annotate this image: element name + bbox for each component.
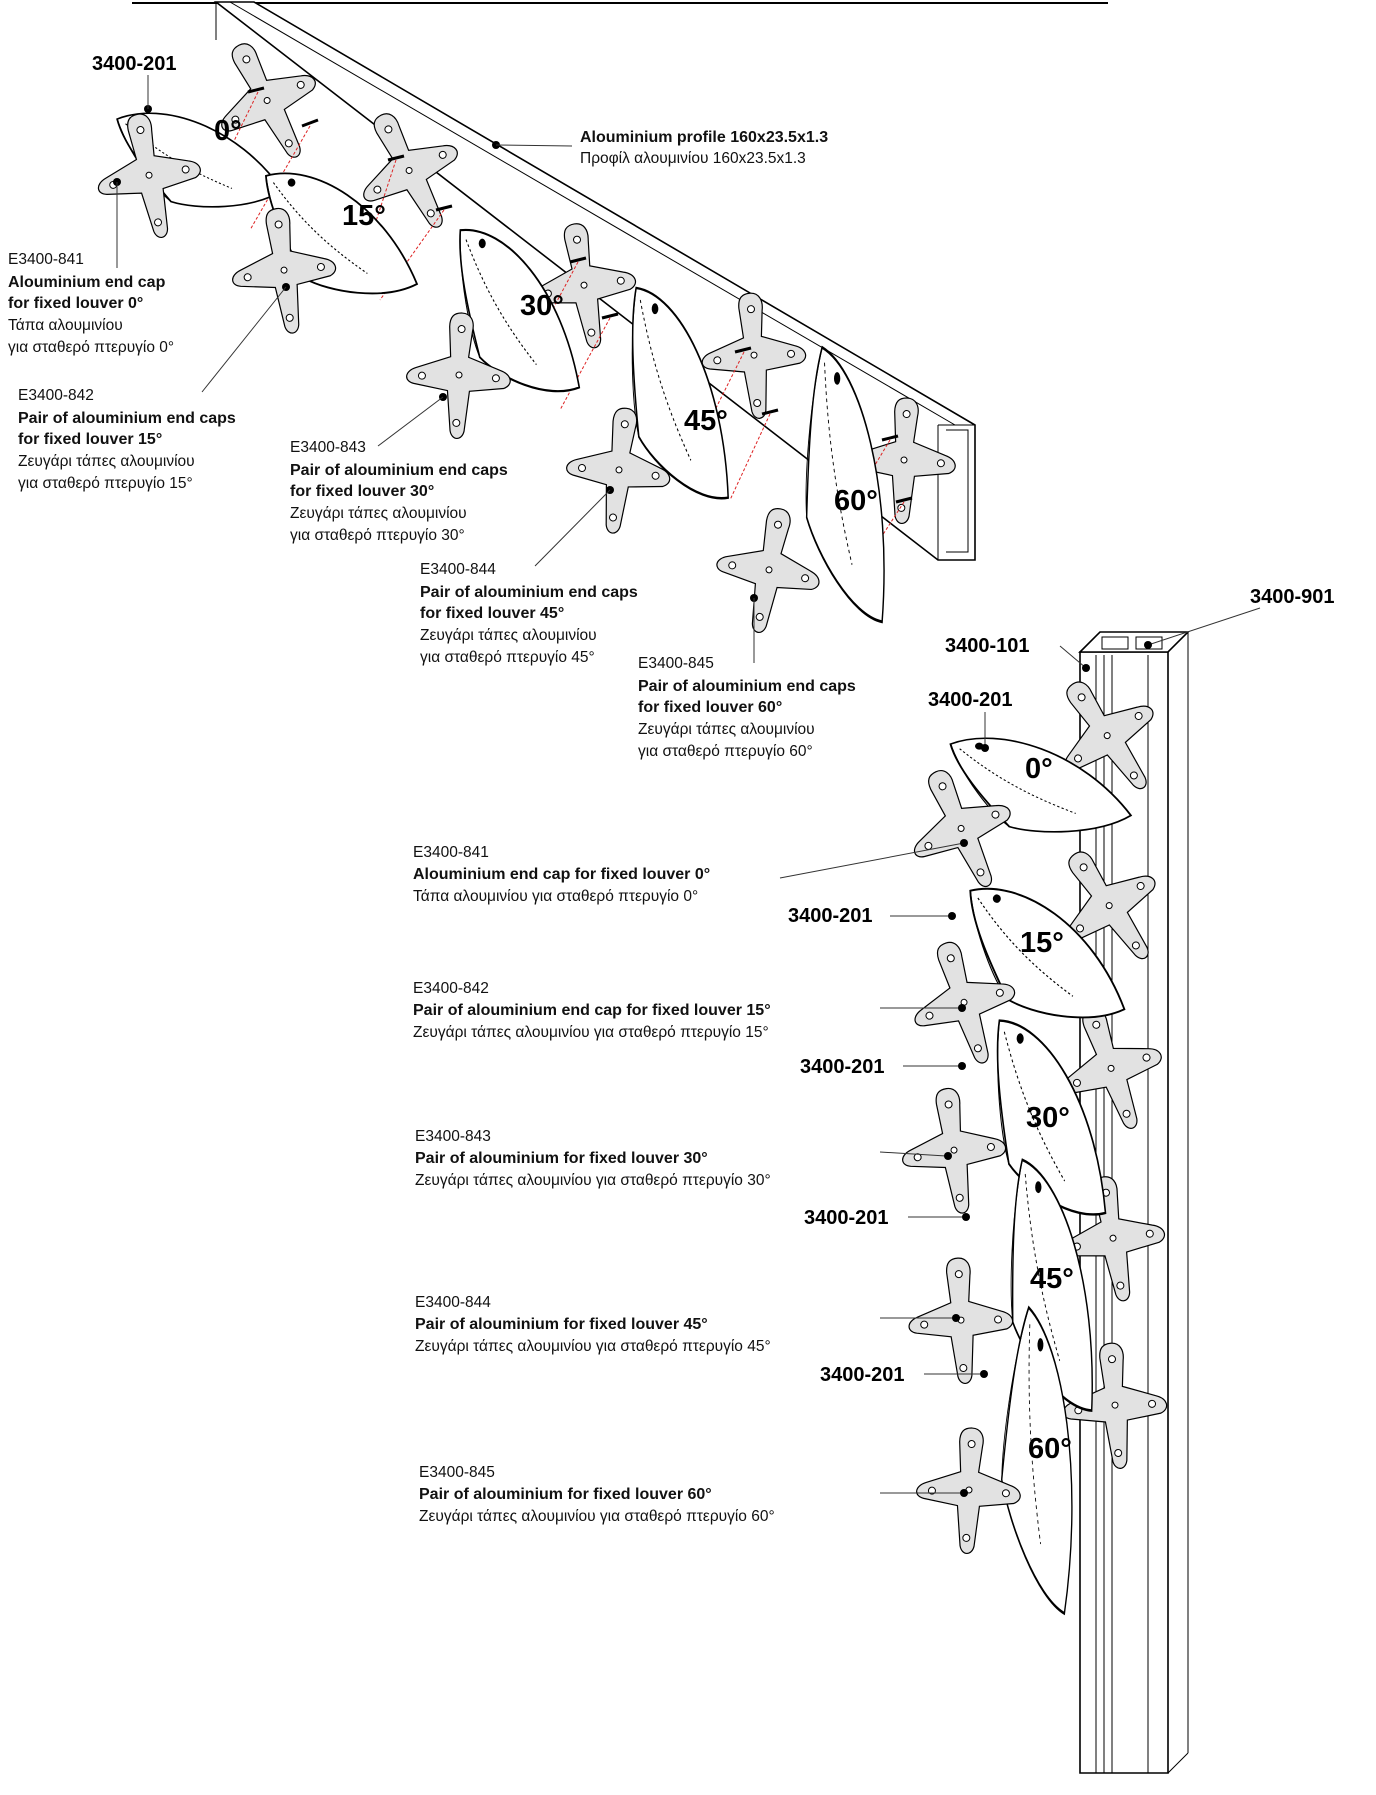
- svg-text:για σταθερό πτερυγίο 60°: για σταθερό πτερυγίο 60°: [638, 743, 813, 760]
- post-callout-843: E3400-843 Pair of alouminium for fixed l…: [415, 1128, 952, 1189]
- callout-code: E3400-841: [8, 251, 84, 268]
- svg-text:for fixed louver 30°: for fixed louver 30°: [290, 483, 434, 500]
- top-callout-843: E3400-843 Pair of alouminium end caps fo…: [290, 393, 508, 544]
- svg-text:Pair of alouminium end caps: Pair of alouminium end caps: [290, 462, 508, 479]
- svg-text:για σταθερό πτερυγίο 45°: για σταθερό πτερυγίο 45°: [420, 649, 595, 666]
- svg-text:για σταθερό πτερυγίο 30°: για σταθερό πτερυγίο 30°: [290, 527, 465, 544]
- top-callout-842: E3400-842 Pair of alouminium end caps fo…: [18, 283, 290, 492]
- callout-code: E3400-842: [18, 387, 94, 404]
- svg-text:Pair of alouminium for fixed l: Pair of alouminium for fixed louver 45°: [415, 1316, 708, 1333]
- post-part-201-a: 3400-201: [928, 689, 1013, 711]
- post-part-201-c: 3400-201: [800, 1056, 885, 1078]
- svg-text:for fixed louver 45°: for fixed louver 45°: [420, 605, 564, 622]
- profile-label-gr: Προφίλ αλουμινίου 160x23.5x1.3: [580, 150, 806, 167]
- svg-text:Pair of alouminium end caps: Pair of alouminium end caps: [638, 678, 856, 695]
- callout-code: E3400-845: [419, 1464, 495, 1481]
- post-callout-845: E3400-845 Pair of alouminium for fixed l…: [419, 1464, 968, 1525]
- post-cap-front-30: [893, 1080, 1015, 1221]
- top-callout-845: E3400-845 Pair of alouminium end caps fo…: [638, 594, 856, 760]
- post-angle-60: 60°: [1028, 1433, 1072, 1465]
- svg-text:για σταθερό πτερυγίο 15°: για σταθερό πτερυγίο 15°: [18, 475, 193, 492]
- post-callout-841: E3400-841 Alouminium end cap for fixed l…: [413, 839, 968, 905]
- post-part-901: 3400-901: [1250, 586, 1335, 608]
- top-angle-30: 30°: [520, 290, 564, 322]
- svg-text:Alouminium end cap for fixed l: Alouminium end cap for fixed louver 0°: [413, 866, 710, 883]
- top-callout-844: E3400-844 Pair of alouminium end caps fo…: [420, 486, 638, 666]
- post-part-201-b: 3400-201: [788, 905, 873, 927]
- svg-text:Ζευγάρι τάπες αλουμινίου για σ: Ζευγάρι τάπες αλουμινίου για σταθερό πτε…: [415, 1172, 771, 1189]
- svg-text:Pair of alouminium for fixed l: Pair of alouminium for fixed louver 60°: [419, 1486, 712, 1503]
- callout-code: E3400-844: [420, 561, 496, 578]
- svg-text:Ζευγάρι τάπες αλουμινίου: Ζευγάρι τάπες αλουμινίου: [290, 505, 467, 522]
- post-part-201-d: 3400-201: [804, 1207, 889, 1229]
- post-angle-45: 45°: [1030, 1263, 1074, 1295]
- post-part-201-e: 3400-201: [820, 1364, 905, 1386]
- top-angle-45: 45°: [684, 405, 728, 437]
- post-callout-842: E3400-842 Pair of alouminium end cap for…: [413, 980, 966, 1041]
- svg-text:Ζευγάρι τάπες αλουμινίου: Ζευγάρι τάπες αλουμινίου: [18, 453, 195, 470]
- svg-text:for fixed louver 0°: for fixed louver 0°: [8, 295, 143, 312]
- svg-text:Ζευγάρι τάπες αλουμινίου για σ: Ζευγάρι τάπες αλουμινίου για σταθερό πτε…: [415, 1338, 771, 1355]
- svg-text:για σταθερό πτερυγίο 0°: για σταθερό πτερυγίο 0°: [8, 339, 174, 356]
- svg-text:Alouminium end cap: Alouminium end cap: [8, 274, 166, 291]
- post-callout-844: E3400-844 Pair of alouminium for fixed l…: [415, 1294, 960, 1355]
- callout-code: E3400-842: [413, 980, 489, 997]
- top-angle-0: 0°: [214, 115, 242, 147]
- callout-code: E3400-843: [290, 439, 366, 456]
- svg-text:Τάπα αλουμινίου για σταθερό πτ: Τάπα αλουμινίου για σταθερό πτερυγίο 0°: [413, 888, 698, 905]
- callout-code: E3400-841: [413, 844, 489, 861]
- svg-text:Τάπα αλουμινίου: Τάπα αλουμινίου: [8, 317, 123, 334]
- post-part-101: 3400-101: [945, 635, 1030, 657]
- svg-text:Pair of alouminium for fixed l: Pair of alouminium for fixed louver 30°: [415, 1150, 708, 1167]
- svg-text:Ζευγάρι τάπες αλουμινίου: Ζευγάρι τάπες αλουμινίου: [420, 627, 597, 644]
- post-angle-0: 0°: [1025, 753, 1053, 785]
- svg-text:Pair of alouminium end caps: Pair of alouminium end caps: [18, 410, 236, 427]
- svg-text:Ζευγάρι τάπες αλουμινίου: Ζευγάρι τάπες αλουμινίου: [638, 721, 815, 738]
- svg-text:for fixed louver 15°: for fixed louver 15°: [18, 431, 162, 448]
- svg-text:Pair of alouminium end cap for: Pair of alouminium end cap for fixed lou…: [413, 1002, 771, 1019]
- callout-code: E3400-845: [638, 655, 714, 672]
- svg-text:for fixed louver 60°: for fixed louver 60°: [638, 699, 782, 716]
- top-part-louver: 3400-201: [92, 53, 177, 75]
- svg-text:Pair of alouminium end caps: Pair of alouminium end caps: [420, 584, 638, 601]
- top-callout-841: E3400-841 Alouminium end cap for fixed l…: [8, 178, 174, 356]
- post-angle-15: 15°: [1020, 927, 1064, 959]
- top-angle-60: 60°: [834, 485, 878, 517]
- svg-text:Ζευγάρι τάπες αλουμινίου για σ: Ζευγάρι τάπες αλουμινίου για σταθερό πτε…: [419, 1508, 775, 1525]
- post-cap-front-45: [903, 1254, 1018, 1388]
- callout-code: E3400-844: [415, 1294, 491, 1311]
- svg-text:Ζευγάρι τάπες αλουμινίου για σ: Ζευγάρι τάπες αλουμινίου για σταθερό πτε…: [413, 1024, 769, 1041]
- profile-label-en: Alouminium profile 160x23.5x1.3: [580, 129, 828, 146]
- post-angle-30: 30°: [1026, 1102, 1070, 1134]
- top-angle-15: 15°: [342, 200, 386, 232]
- callout-code: E3400-843: [415, 1128, 491, 1145]
